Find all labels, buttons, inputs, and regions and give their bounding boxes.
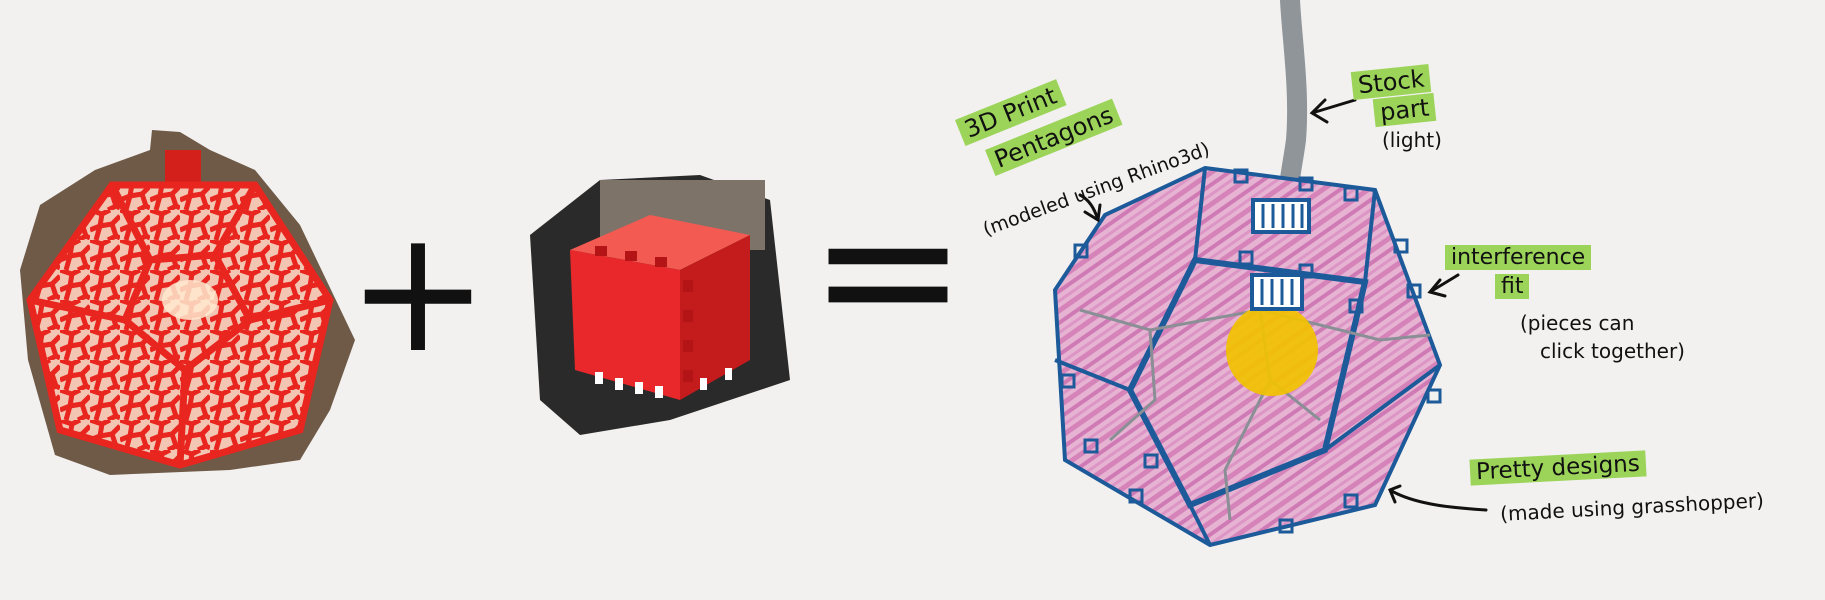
designs-label: Pretty designs (made using grasshopper) xyxy=(1469,450,1800,535)
cube-bottom-notches xyxy=(595,368,732,398)
sketch-interference-tabs xyxy=(1060,168,1442,534)
lamp-sketch xyxy=(1052,0,1443,548)
arrow-interference xyxy=(1427,273,1460,298)
stock-part-label: Stock part (light) xyxy=(1350,63,1462,158)
interference-label-line4: click together) xyxy=(1540,339,1685,363)
pentagons-label: 3D Print Pentagons (modeled using Rhino3… xyxy=(945,70,1213,241)
cube-photo xyxy=(530,175,790,435)
lamp-photo xyxy=(20,130,355,475)
annotation-arrows xyxy=(1078,98,1488,512)
lamp-center-face xyxy=(120,251,255,375)
lamp-glow xyxy=(162,280,218,320)
sketch-outer-edges xyxy=(1054,167,1442,546)
arrow-stock-part xyxy=(1309,98,1357,124)
interference-label-line1: interference xyxy=(1445,245,1592,270)
stock-part-label-line3: (light) xyxy=(1382,128,1442,152)
sketch-center-face xyxy=(1126,256,1369,509)
interference-label-line2: fit xyxy=(1495,274,1530,299)
bulb-socket-bottom xyxy=(1250,273,1304,311)
stock-part-label-line2: part xyxy=(1372,92,1437,128)
equals-sign: = xyxy=(808,159,967,380)
cube-front-face xyxy=(570,250,680,400)
interference-label-line3: (pieces can xyxy=(1520,311,1635,335)
arrow-designs xyxy=(1388,484,1488,512)
cube-finger-joints xyxy=(595,246,693,382)
lamp-edges xyxy=(29,183,331,466)
cube-side-face xyxy=(680,235,750,400)
lamp-dodecahedron xyxy=(26,181,334,469)
interference-label: interference fit (pieces can click toget… xyxy=(1445,245,1765,375)
plus-sign: + xyxy=(347,193,489,391)
arrow-pentagons xyxy=(1078,193,1102,223)
cube-top-face xyxy=(570,215,750,270)
designs-label-line1: Pretty designs xyxy=(1469,450,1647,486)
light-bulb xyxy=(1226,304,1318,396)
designs-label-line2: (made using grasshopper) xyxy=(1499,488,1765,526)
bulb-socket-top xyxy=(1251,198,1311,234)
